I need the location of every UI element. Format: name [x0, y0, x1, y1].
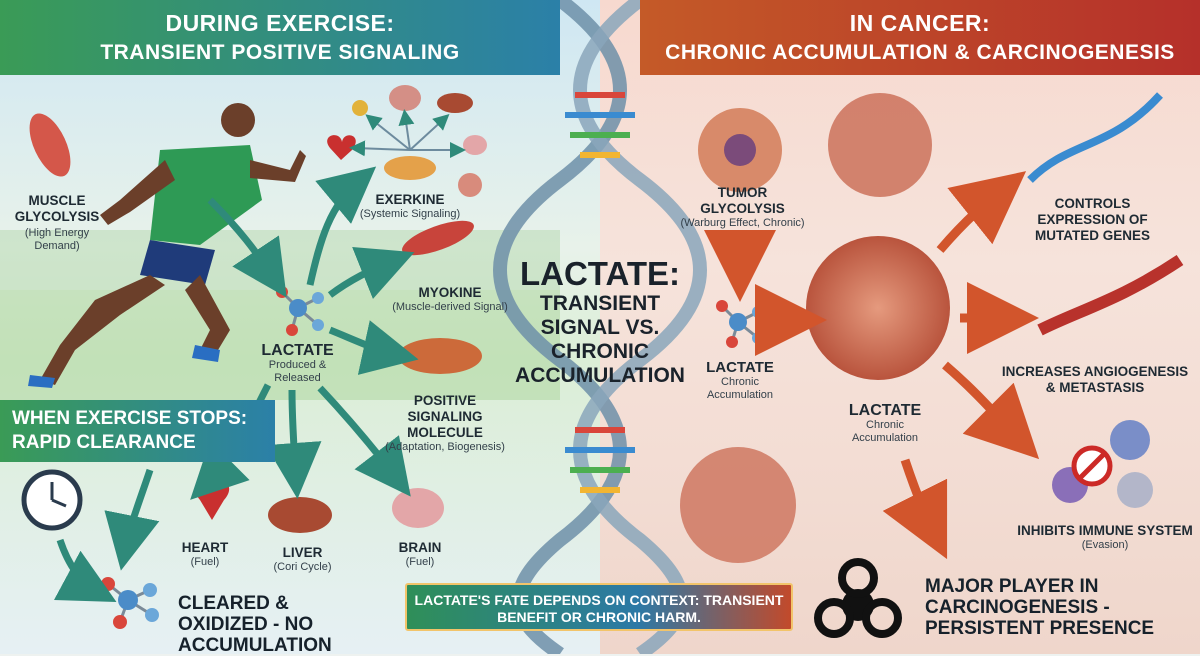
cancer-lactate-big-label: Lactate Chronic Accumulation: [840, 403, 930, 445]
blood-vessel-icon: [1037, 255, 1184, 336]
liver-title: Liver: [282, 545, 323, 560]
lactate-produced-title: Lactate: [261, 342, 334, 359]
exercise-banner-line2: Transient Positive Signaling: [100, 41, 460, 64]
organs-icon: [327, 85, 487, 197]
cancer-lactate-small-label: Lactate Chronic Accumulation: [700, 360, 780, 402]
cleared-oxidized-label: Cleared & Oxidized - No Accumulation: [178, 593, 332, 656]
positive-signaling-sub: (Adaptation, Biogenesis): [385, 441, 505, 453]
tumor-glycolysis-title: Tumor Glycolysis: [700, 185, 785, 216]
cancer-lactate-big-sub: Chronic Accumulation: [851, 419, 919, 444]
heart-icon: [195, 480, 230, 520]
context-banner: Lactate's fate depends on context: Trans…: [405, 583, 793, 631]
exercise-stops-banner: When Exercise Stops: Rapid Clearance: [0, 400, 275, 462]
clock-icon: [21, 469, 83, 531]
liver-icon: [268, 497, 332, 533]
cleared-lactate-icon: [101, 577, 159, 629]
heart-label: Heart (Fuel): [175, 540, 235, 569]
center-title-rest: Transient Signal vs. Chronic Accumulatio…: [515, 292, 685, 387]
heart-sub: (Fuel): [190, 556, 220, 568]
muscle-glycolysis-sub: (High Energy Demand): [24, 227, 90, 252]
lactate-produced-sub: Produced & Released: [268, 359, 327, 384]
exerkine-title: Exerkine: [375, 192, 445, 207]
immune-sub: (Evasion): [1081, 539, 1129, 551]
organ-arrows: [349, 109, 466, 158]
center-title: Lactate: Transient Signal vs. Chronic Ac…: [500, 256, 700, 388]
tumor-cluster-lower-icon: [680, 447, 796, 563]
lactate-produced-label: Lactate Produced & Released: [240, 343, 355, 385]
tumor-cluster-icon: [828, 93, 932, 197]
muscle-fiber-icon: [402, 220, 474, 256]
muscle-icon: [29, 113, 71, 177]
muscle-glycolysis-label: Muscle Glycolysis (High Energy Demand): [2, 193, 112, 253]
mitochondria-icon: [398, 338, 482, 374]
dna-helix-icon: [493, 0, 707, 654]
muscle-glycolysis-title: Muscle Glycolysis: [14, 193, 100, 224]
tumor-nucleus-icon: [724, 134, 756, 166]
immune-cells-icon: [1052, 420, 1153, 508]
liver-label: Liver (Cori Cycle): [260, 545, 345, 574]
cancer-banner-line2: Chronic Accumulation & Carcinogenesis: [665, 41, 1175, 64]
cancer-banner-line1: In Cancer:: [849, 10, 991, 36]
tumor-glycolysis-sub: (Warburg Effect, Chronic): [680, 217, 805, 229]
lactate-molecule-icon: [276, 286, 324, 336]
myokine-sub: (Muscle-derived Signal): [392, 301, 508, 313]
immune-label: Inhibits Immune System (Evasion): [1010, 523, 1200, 552]
mutated-genes-label: Controls Expression of Mutated Genes: [1034, 196, 1150, 243]
liver-sub: (Cori Cycle): [273, 561, 332, 573]
tumor-glycolysis-label: Tumor Glycolysis (Warburg Effect, Chroni…: [680, 185, 805, 230]
mutated-dna-icon: [1027, 92, 1163, 183]
cancer-lactate-small-sub: Chronic Accumulation: [706, 376, 774, 401]
exerkine-sub: (Systemic Signaling): [359, 208, 461, 220]
cancer-arrows: [704, 171, 1040, 560]
biohazard-icon: [814, 558, 902, 638]
tumor-mass-icon: [806, 236, 950, 380]
brain-label: Brain (Fuel): [385, 540, 455, 569]
exercise-banner-line1: During Exercise:: [165, 10, 395, 36]
cancer-lactate-small-title: Lactate: [706, 359, 774, 376]
positive-signaling-label: Positive Signaling Molecule (Adaptation,…: [365, 393, 525, 454]
center-title-main: Lactate:: [519, 255, 681, 292]
brain-sub: (Fuel): [405, 556, 435, 568]
brain-icon: [392, 488, 444, 528]
cancer-banner: In Cancer: Chronic Accumulation & Carcin…: [640, 0, 1200, 75]
runner-icon: [28, 103, 306, 388]
brain-title: Brain: [398, 540, 442, 555]
immune-title: Inhibits Immune System: [1017, 523, 1193, 538]
cancer-lactate-icon: [716, 300, 764, 348]
cancer-lactate-big-title: Lactate: [848, 402, 922, 419]
myokine-label: Myokine (Muscle-derived Signal): [375, 285, 525, 314]
angiogenesis-label: Increases Angiogenesis & Metastasis: [1001, 364, 1189, 395]
exerkine-label: Exerkine (Systemic Signaling): [340, 192, 480, 221]
myokine-title: Myokine: [418, 285, 482, 300]
positive-signaling-title: Positive Signaling Molecule: [407, 393, 483, 440]
heart-title: Heart: [181, 540, 229, 555]
major-player-label: Major Player in Carcinogenesis - Persist…: [925, 576, 1155, 639]
exercise-arrows: [53, 166, 419, 602]
exercise-banner: During Exercise: Transient Positive Sign…: [0, 0, 560, 75]
